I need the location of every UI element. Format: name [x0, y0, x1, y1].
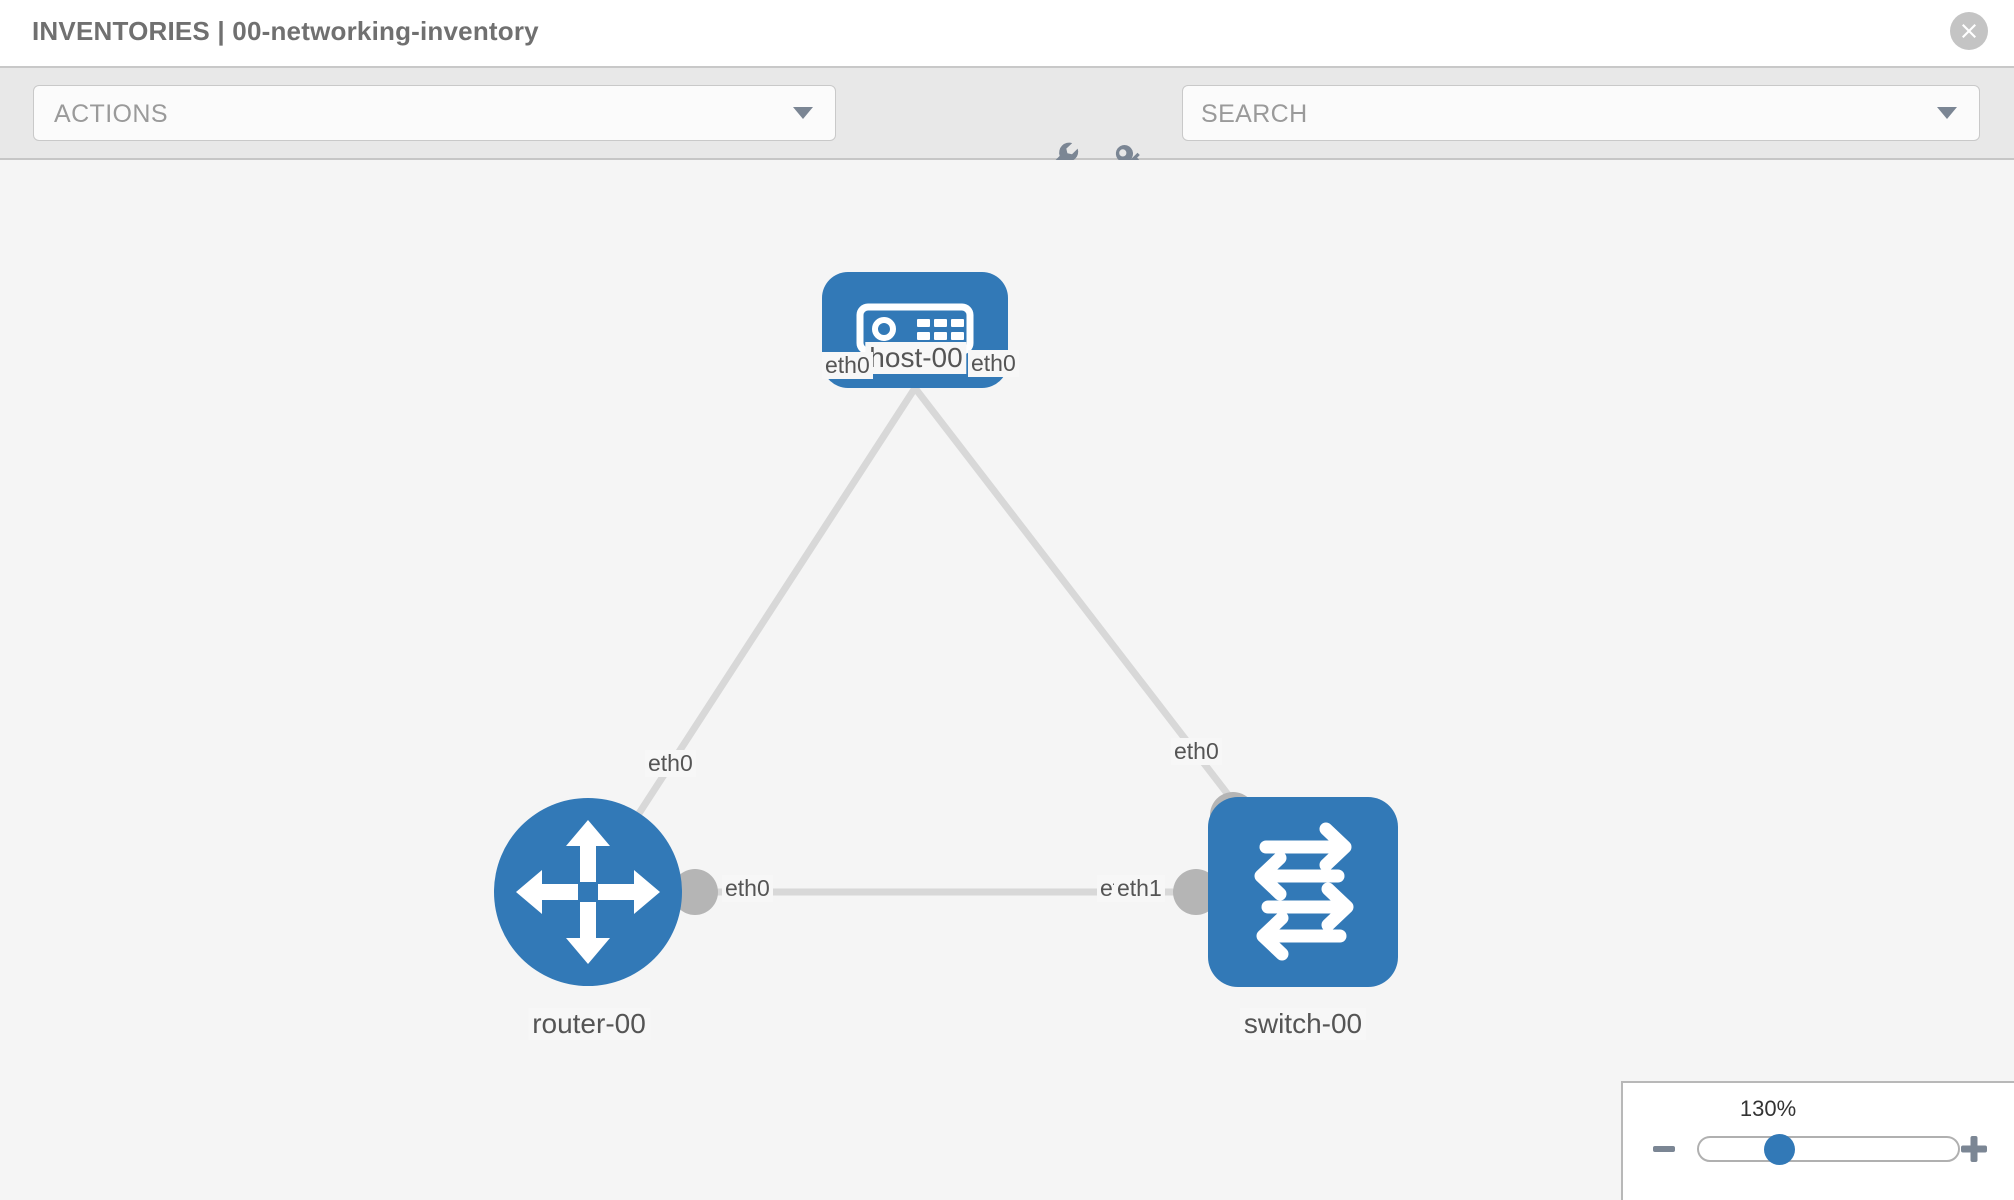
actions-dropdown-label: ACTIONS: [54, 100, 168, 128]
router-arrows-icon: [516, 820, 660, 964]
interface-label-host-switch: eth0: [968, 350, 1019, 378]
node-label-switch-00: switch-00: [1239, 1008, 1367, 1040]
interface-label-switch-router: eth1: [1114, 875, 1165, 903]
node-label-router-00: router-00: [528, 1008, 650, 1040]
switch-arrows-icon: [1254, 822, 1354, 961]
topology-canvas[interactable]: host-00 router-00: [0, 160, 2014, 1200]
plus-icon[interactable]: [1957, 1132, 1991, 1166]
actions-dropdown[interactable]: ACTIONS: [33, 85, 836, 141]
interface-label-router-host: eth0: [645, 750, 696, 778]
zoom-percent-label: 130%: [1739, 1096, 1797, 1121]
minus-icon[interactable]: [1647, 1132, 1681, 1166]
zoom-slider[interactable]: [1697, 1136, 1960, 1162]
zoom-control-panel: 130%: [1621, 1081, 2014, 1200]
key-icon[interactable]: [1108, 134, 1152, 178]
page-header: INVENTORIES | 00-networking-inventory: [0, 0, 2014, 68]
interface-label-host-router: eth0: [822, 352, 873, 380]
zoom-slider-thumb[interactable]: [1764, 1134, 1795, 1165]
chevron-down-icon: [1937, 107, 1957, 119]
page-title: INVENTORIES | 00-networking-inventory: [32, 16, 539, 46]
interface-label-router-switch: eth0: [722, 875, 773, 903]
search-input[interactable]: SEARCH: [1182, 85, 1980, 141]
close-circle-icon[interactable]: [1950, 12, 1988, 50]
interface-label-switch-host: eth0: [1171, 738, 1222, 766]
search-placeholder: SEARCH: [1201, 100, 1308, 128]
toolbar: ACTIONS SEARCH: [0, 68, 2014, 172]
node-label-host-00: host-00: [865, 342, 967, 374]
chevron-down-icon: [793, 107, 813, 119]
